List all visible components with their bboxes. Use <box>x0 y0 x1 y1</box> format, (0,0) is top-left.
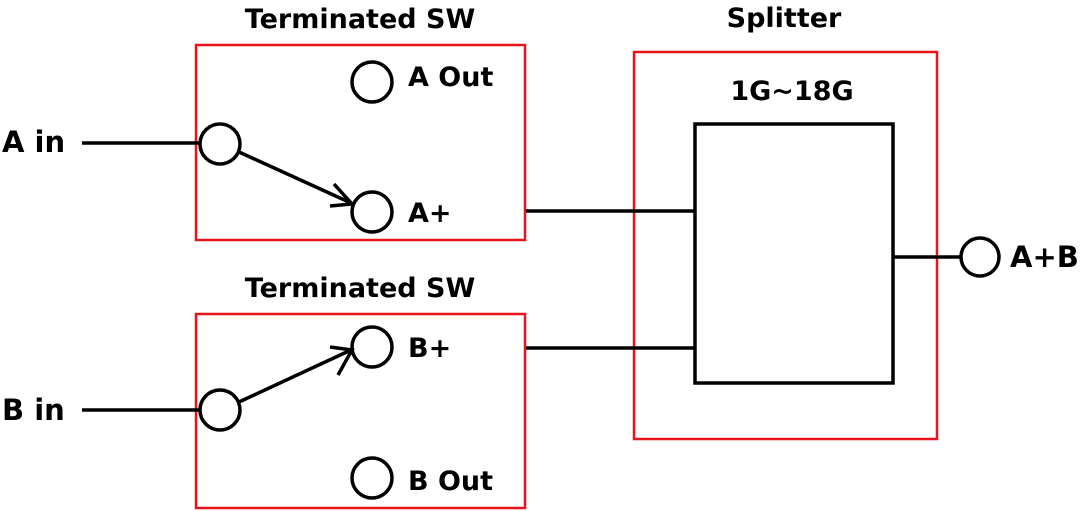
a-out-label: A Out <box>408 62 493 93</box>
output-label: A+B <box>1010 240 1079 274</box>
splitter-band-label: 1G~18G <box>730 76 853 107</box>
switch-a-arm <box>238 150 352 205</box>
switch-b-arm <box>238 348 352 404</box>
terminated-switch-a: Terminated SW A Out A+ <box>194 4 527 242</box>
a-out-port-icon <box>350 60 394 104</box>
b-out-port-icon <box>350 456 394 500</box>
terminated-switch-b: Terminated SW B+ B Out <box>194 273 527 510</box>
switch-a-title: Terminated SW <box>245 4 475 35</box>
b-out-label: B Out <box>408 466 493 497</box>
switch-b-common-node-icon <box>198 388 242 432</box>
a-plus-port-icon <box>350 190 394 234</box>
output-port-icon <box>959 236 1001 278</box>
splitter-core-block <box>693 122 895 385</box>
b-in-label: B in <box>2 393 65 427</box>
splitter: Splitter 1G~18G <box>632 3 939 441</box>
b-plus-port-icon <box>350 325 394 369</box>
splitter-box <box>632 50 939 441</box>
b-plus-label: B+ <box>408 333 451 364</box>
splitter-title: Splitter <box>727 3 842 34</box>
switch-b-arrowhead-icon <box>329 345 355 376</box>
a-plus-label: A+ <box>408 198 452 229</box>
a-in-label: A in <box>2 125 65 159</box>
switch-b-title: Terminated SW <box>245 273 475 304</box>
switch-a-common-node-icon <box>198 122 242 166</box>
